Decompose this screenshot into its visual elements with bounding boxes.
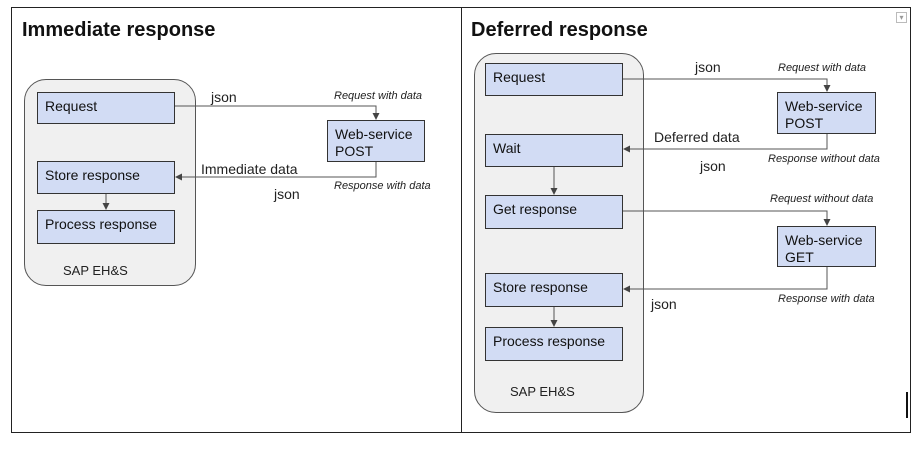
right-response-without-data-label: Response without data [768, 153, 880, 165]
right-webservice-get-line1: Web-service [785, 232, 863, 248]
dropdown-icon[interactable]: ▾ [896, 12, 907, 23]
right-panel-title: Deferred response [471, 19, 648, 41]
right-post-to-wait-arrow [623, 134, 828, 153]
left-store-response-box: Store response [37, 161, 175, 194]
left-request-to-webservice-arrow [175, 105, 380, 120]
left-sap-label: SAP EH&S [63, 263, 128, 278]
left-request-with-data-label: Request with data [334, 90, 423, 102]
right-json-mid-label: json [700, 158, 726, 174]
left-json-top-label: json [211, 89, 237, 105]
right-get-response-box: Get response [485, 195, 623, 229]
right-sap-label: SAP EH&S [510, 384, 575, 399]
right-store-response-box: Store response [485, 273, 623, 307]
left-webservice-post-box: Web-service POST [327, 120, 425, 162]
panel-divider [461, 7, 462, 433]
left-panel-title: Immediate response [22, 19, 216, 41]
left-json-bottom-label: json [274, 186, 300, 202]
left-response-with-data-label: Response with data [334, 180, 431, 192]
right-request-to-post-arrow [623, 78, 831, 92]
right-ws-get-to-store-arrow [623, 267, 828, 293]
right-request-without-data-label: Request without data [770, 193, 874, 205]
right-json-bottom-label: json [651, 296, 677, 312]
left-process-response-box: Process response [37, 210, 175, 244]
right-wait-box: Wait [485, 134, 623, 167]
right-webservice-post-box: Web-service POST [777, 92, 876, 134]
right-webservice-post-line2: POST [785, 115, 824, 131]
right-process-response-box: Process response [485, 327, 623, 361]
right-webservice-get-line2: GET [785, 249, 814, 265]
left-request-box: Request [37, 92, 175, 124]
right-request-box: Request [485, 63, 623, 96]
text-cursor [906, 392, 908, 418]
right-webservice-get-box: Web-service GET [777, 226, 876, 267]
left-webservice-line2: POST [335, 143, 374, 159]
right-json-top-label: json [695, 59, 721, 75]
left-immediate-data-label: Immediate data [201, 161, 298, 177]
left-webservice-line1: Web-service [335, 126, 413, 142]
right-get-to-ws-get-arrow [623, 210, 831, 226]
right-response-with-data-label: Response with data [778, 293, 875, 305]
right-deferred-data-label: Deferred data [654, 129, 740, 145]
left-webservice-to-store-arrow [175, 162, 377, 181]
right-request-with-data-label: Request with data [778, 62, 867, 74]
right-webservice-post-line1: Web-service [785, 98, 863, 114]
